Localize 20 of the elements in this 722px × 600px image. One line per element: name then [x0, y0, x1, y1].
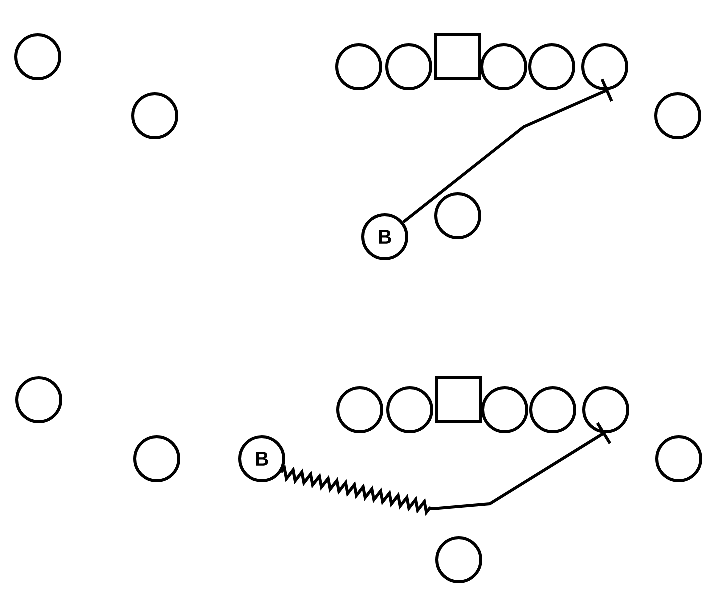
player-circle: [582, 44, 628, 90]
player-circle: [528, 44, 576, 90]
player-square: [436, 376, 482, 424]
player-circle: [386, 44, 432, 90]
player-circle: [434, 192, 482, 240]
player-circle: [336, 386, 384, 434]
player-circle: [134, 436, 180, 482]
player-circle: [482, 386, 528, 434]
player-circle: [386, 386, 434, 434]
player-circle: [16, 376, 62, 424]
player-square: [434, 34, 482, 80]
player-circle: [480, 44, 528, 90]
player-circle: [530, 386, 576, 434]
player-circle: [582, 386, 630, 434]
player-circle: [656, 436, 702, 482]
player-circle: [336, 44, 382, 90]
player-circle: [436, 536, 482, 584]
player-circle: [14, 34, 62, 80]
player-circle: [654, 92, 702, 140]
player-circle: [132, 92, 178, 140]
